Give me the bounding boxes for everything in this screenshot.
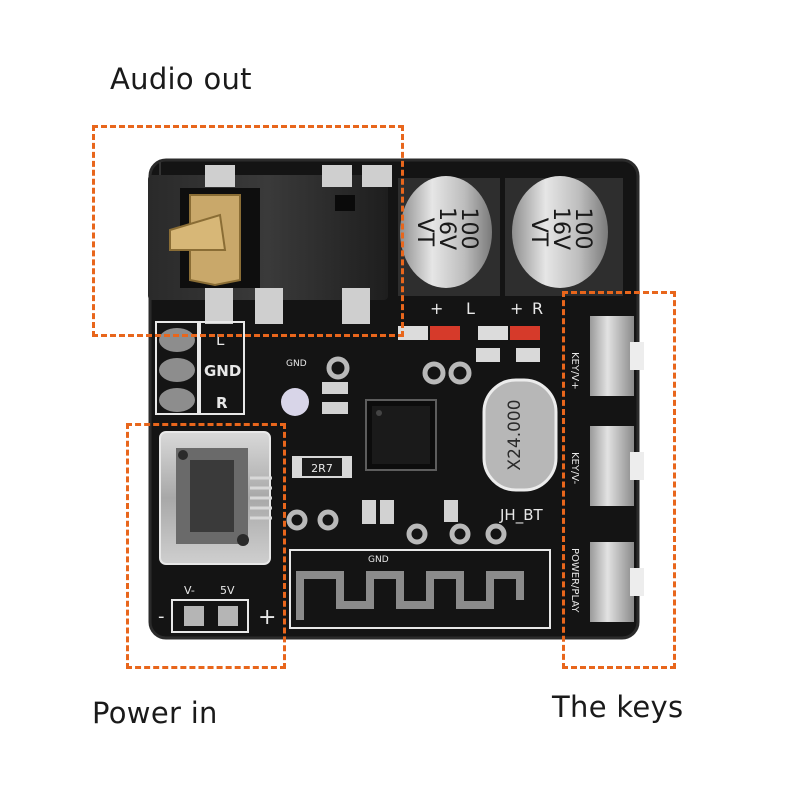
the-keys-label: The keys: [552, 690, 684, 724]
keys-callout-box: [562, 291, 676, 669]
audio-out-label: Audio out: [110, 62, 252, 96]
power-plus-label: 5V: [220, 584, 235, 597]
crystal: X24.000: [482, 378, 558, 492]
key-bottom-label: POWER/PLAY: [569, 548, 580, 613]
svg-text:100 16V VT: 100 16V VT: [412, 207, 481, 257]
cap-right-plus: +: [510, 299, 523, 318]
cap-right-name: R: [532, 299, 543, 318]
tactile-button-icon: [590, 316, 644, 622]
bluetooth-chip: [365, 399, 437, 471]
audio-l-label: L: [216, 331, 225, 349]
cap-left-plus: +: [430, 299, 443, 318]
gnd-bottom-label: GND: [368, 555, 389, 565]
power-in-callout-box: [126, 423, 286, 669]
resistor-code: 2R7: [311, 462, 333, 475]
mounting-hole: [281, 388, 309, 416]
power-plus-sign: +: [258, 605, 276, 630]
pcb-antenna: [289, 549, 551, 629]
capacitor-right: 100 16V VT: [505, 176, 623, 296]
audio-out-callout-box: [92, 125, 404, 337]
power-in-label: Power in: [92, 696, 218, 730]
capacitor-left: 100 16V VT: [398, 176, 500, 296]
cap-left-value: 100: [456, 208, 481, 250]
power-minus-sign: -: [158, 606, 165, 627]
cap-right-series: VT: [526, 218, 551, 247]
audio-r-label: R: [216, 394, 228, 412]
micro-usb-icon: [159, 431, 272, 565]
power-minus-label: V-: [184, 584, 195, 597]
audio-jack-icon: [148, 165, 392, 324]
cap-right-value: 100: [570, 208, 595, 250]
svg-text:100 16V VT: 100 16V VT: [526, 207, 595, 257]
vias: [286, 356, 507, 545]
audio-gnd-label: GND: [204, 362, 241, 380]
gnd-top-label: GND: [286, 359, 307, 369]
crystal-label: X24.000: [505, 399, 525, 470]
leds: [398, 326, 540, 362]
cap-left-name: L: [466, 299, 475, 318]
power-header: [171, 599, 249, 633]
cap-left-series: VT: [412, 218, 437, 247]
resistor: 2R7: [292, 456, 352, 478]
cap-left-voltage: 16V: [434, 207, 459, 250]
cap-right-voltage: 16V: [548, 207, 573, 250]
module-name: JH_BT: [499, 506, 543, 525]
key-top-label: KEY/V+: [569, 352, 580, 390]
key-mid-label: KEY/V-: [569, 452, 580, 485]
smd-parts: [322, 382, 458, 524]
